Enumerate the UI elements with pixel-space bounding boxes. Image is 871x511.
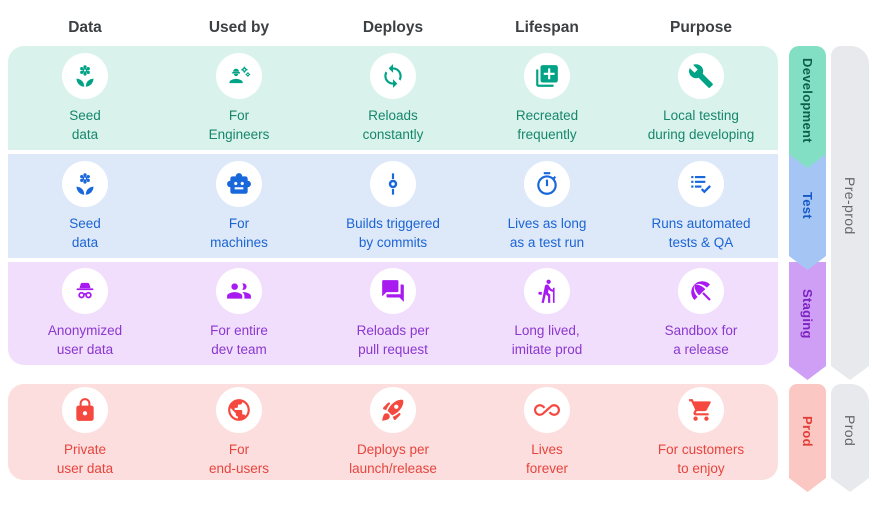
cell-label: For entire dev team (210, 323, 268, 357)
hiking-icon (524, 268, 570, 314)
stage-ribbon-label: Prod (800, 415, 815, 447)
column-header-used-by: Used by (208, 19, 270, 36)
cell-label: Seed data (69, 215, 101, 250)
stage-ribbon-label: Staging (800, 289, 815, 339)
library-add-icon (524, 52, 570, 99)
cell-label: For customers to enjoy (657, 441, 745, 476)
wrench-icon (678, 52, 724, 99)
umbrella-icon (678, 268, 724, 314)
cell-label: Recreated frequently (515, 107, 579, 142)
phase-ribbon-prod: Prod (831, 384, 869, 492)
stage-ribbon-label: Development (800, 57, 815, 143)
cell-development-used-by: For Engineers (162, 52, 316, 144)
stage-ribbon-test: Test (789, 154, 826, 270)
group-icon (216, 268, 262, 314)
cell-label: Seed data (69, 107, 101, 142)
infinity-icon (524, 386, 570, 433)
seed-icon (62, 160, 108, 207)
cell-label: Lives forever (525, 441, 569, 476)
cell-prod-data: Private user data (8, 386, 162, 478)
phase-ribbon-label: Pre-prod (842, 177, 858, 235)
cell-staging-data: Anonymized user data (8, 268, 162, 359)
cell-test-lifespan: Lives as long as a test run (470, 160, 624, 252)
cell-label: Local testing during developing (647, 107, 755, 142)
cell-staging-deploys: Reloads per pull request (316, 268, 470, 359)
engineering-icon (216, 52, 262, 99)
cell-development-purpose: Local testing during developing (624, 52, 778, 144)
cell-development-data: Seed data (8, 52, 162, 144)
cell-staging-used-by: For entire dev team (162, 268, 316, 359)
stage-ribbon-prod: Prod (789, 384, 826, 492)
stage-ribbon-staging: Staging (789, 262, 826, 380)
cell-label: For end-users (208, 441, 270, 476)
stage-ribbon-development: Development (789, 46, 826, 168)
sync-icon (370, 52, 416, 99)
commit-icon (370, 160, 416, 207)
cell-label: Private user data (56, 441, 114, 476)
row-development: Seed data For Engineers Reloads constant… (8, 46, 778, 150)
checklist-icon (678, 160, 724, 207)
cell-label: For Engineers (208, 107, 270, 142)
cart-icon (678, 386, 724, 433)
cell-prod-purpose: For customers to enjoy (624, 386, 778, 478)
cell-test-data: Seed data (8, 160, 162, 252)
cell-label: Long lived, imitate prod (511, 323, 583, 357)
timer-icon (524, 160, 570, 207)
phase-ribbon-label: Prod (842, 415, 858, 447)
cell-label: Runs automated tests & QA (651, 215, 751, 250)
row-test: Seed data For machines Builds triggered … (8, 154, 778, 258)
cell-label: Builds triggered by commits (346, 215, 440, 250)
cell-label: Sandbox for a release (664, 323, 738, 357)
cell-development-deploys: Reloads constantly (316, 52, 470, 144)
cell-label: Deploys per launch/release (349, 441, 437, 476)
cell-label: For machines (210, 215, 268, 250)
column-header-purpose: Purpose (669, 19, 732, 36)
column-header-lifespan: Lifespan (515, 19, 579, 36)
cell-label: Anonymized user data (47, 323, 123, 357)
stage-ribbon-label: Test (800, 191, 815, 219)
lock-icon (62, 386, 108, 433)
column-header-data: Data (68, 19, 102, 36)
cell-staging-purpose: Sandbox for a release (624, 268, 778, 359)
cell-prod-deploys: Deploys per launch/release (316, 386, 470, 478)
cell-test-used-by: For machines (162, 160, 316, 252)
cell-label: Reloads per pull request (356, 323, 430, 357)
row-staging: Anonymized user data For entire dev team… (8, 262, 778, 365)
cell-prod-used-by: For end-users (162, 386, 316, 478)
cell-prod-lifespan: Lives forever (470, 386, 624, 478)
forum-icon (370, 268, 416, 314)
cell-test-purpose: Runs automated tests & QA (624, 160, 778, 252)
cell-staging-lifespan: Long lived, imitate prod (470, 268, 624, 359)
cell-label: Reloads constantly (362, 107, 424, 142)
rocket-icon (370, 386, 416, 433)
globe-icon (216, 386, 262, 433)
cell-test-deploys: Builds triggered by commits (316, 160, 470, 252)
cell-development-lifespan: Recreated frequently (470, 52, 624, 144)
phase-ribbon-pre-prod: Pre-prod (831, 46, 869, 380)
incognito-icon (62, 268, 108, 314)
row-prod: Private user data For end-users Deploys … (8, 384, 778, 480)
robot-icon (216, 160, 262, 207)
seed-icon (62, 52, 108, 99)
cell-label: Lives as long as a test run (507, 215, 587, 250)
column-header-deploys: Deploys (362, 19, 424, 36)
